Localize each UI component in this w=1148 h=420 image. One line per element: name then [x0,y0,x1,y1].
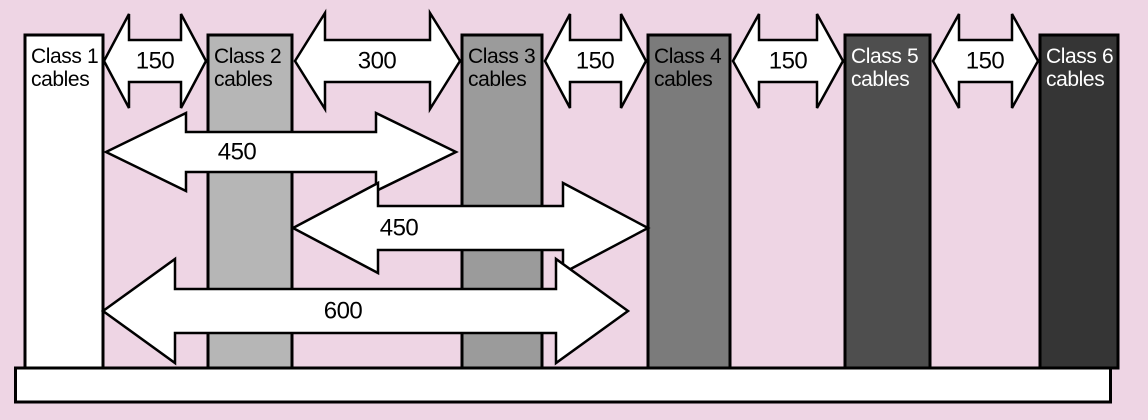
separation-value: 150 [136,48,175,75]
base-bar [14,366,1112,404]
separation-value: 600 [324,298,363,325]
column-label-line2: cables [851,68,909,91]
column-label-line2: cables [654,68,712,91]
double-arrow-icon [931,13,1040,109]
double-arrow-icon [543,13,648,109]
separation-arrow-class2-class4: 450 [290,180,651,276]
separation-arrow-class2-class3: 300 [293,8,462,114]
column-label-line1: Class 1 [31,45,98,68]
column-rect-class-4 [646,33,732,370]
double-arrow-icon [102,13,208,109]
separation-arrow-class1-class2: 150 [102,13,208,109]
separation-value: 150 [769,48,808,75]
double-arrow-icon [731,13,845,109]
separation-value: 300 [358,48,397,75]
column-label-line2: cables [214,68,272,91]
double-arrow-icon [103,111,459,193]
separation-arrow-class1-class3: 450 [103,111,459,193]
column-rect-class-1 [23,33,105,370]
column-label-line2: cables [1046,68,1104,91]
column-label-line1: Class 3 [468,45,535,68]
column-rect-class-6 [1038,33,1120,370]
separation-arrow-class4-class5: 150 [731,13,845,109]
double-arrow-icon [100,256,631,366]
separation-value: 450 [380,215,419,242]
double-arrow-icon [293,8,462,114]
column-rect-class-5 [843,33,932,370]
separation-value: 450 [218,139,257,166]
separation-arrow-class5-class6: 150 [931,13,1040,109]
separation-arrow-class3-class4: 150 [543,13,648,109]
separation-arrow-class1-class4: 600 [100,256,631,366]
separation-value: 150 [966,48,1005,75]
column-label-line1: Class 4 [654,45,722,68]
column-label-line1: Class 2 [214,45,281,68]
column-label-line2: cables [31,68,89,91]
column-label-line1: Class 5 [851,45,918,68]
column-label-line1: Class 6 [1046,45,1113,68]
double-arrow-icon [290,180,651,276]
column-label-line2: cables [468,68,526,91]
separation-value: 150 [576,48,615,75]
